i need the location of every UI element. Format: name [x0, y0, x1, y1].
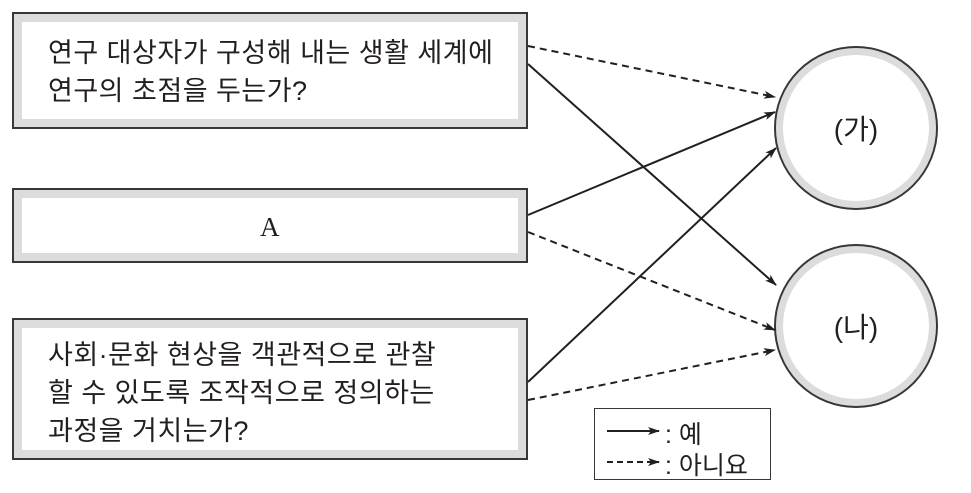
legend-no-label: : 아니요 [665, 452, 748, 480]
arrow-q1-yes [527, 63, 777, 286]
legend-arrows [607, 427, 660, 466]
arrow-q3-yes [527, 147, 777, 383]
outcome-na-label: (나) [833, 312, 879, 343]
outcome-ga-label: (가) [833, 114, 879, 145]
question-box-1: 연구 대상자가 구성해 내는 생활 세계에 연구의 초점을 두는가? [12, 12, 528, 129]
question-3-line-3: 과정을 거치는가? [48, 416, 249, 446]
arrow-a-no [527, 231, 776, 331]
question-1-line-2: 연구의 초점을 두는가? [48, 76, 308, 106]
arrow-q3-no [527, 348, 776, 401]
question-3-line-1: 사회·문화 현상을 객관적으로 관찰 [48, 340, 437, 370]
question-box-2: A [12, 188, 528, 263]
legend: : 예 : 아니요 [594, 408, 771, 480]
arrow-q1-no [527, 45, 776, 99]
question-3-line-2: 할 수 있도록 조작적으로 정의하는 [48, 378, 435, 408]
legend-yes-label: : 예 [665, 421, 702, 449]
question-1-line-1: 연구 대상자가 구성해 내는 생활 세계에 [48, 38, 494, 68]
outcome-ga: (가) [774, 46, 938, 210]
question-2-label: A [260, 212, 280, 242]
arrow-a-yes [527, 111, 776, 216]
question-box-3: 사회·문화 현상을 객관적으로 관찰 할 수 있도록 조작적으로 정의하는 과정… [12, 318, 528, 460]
